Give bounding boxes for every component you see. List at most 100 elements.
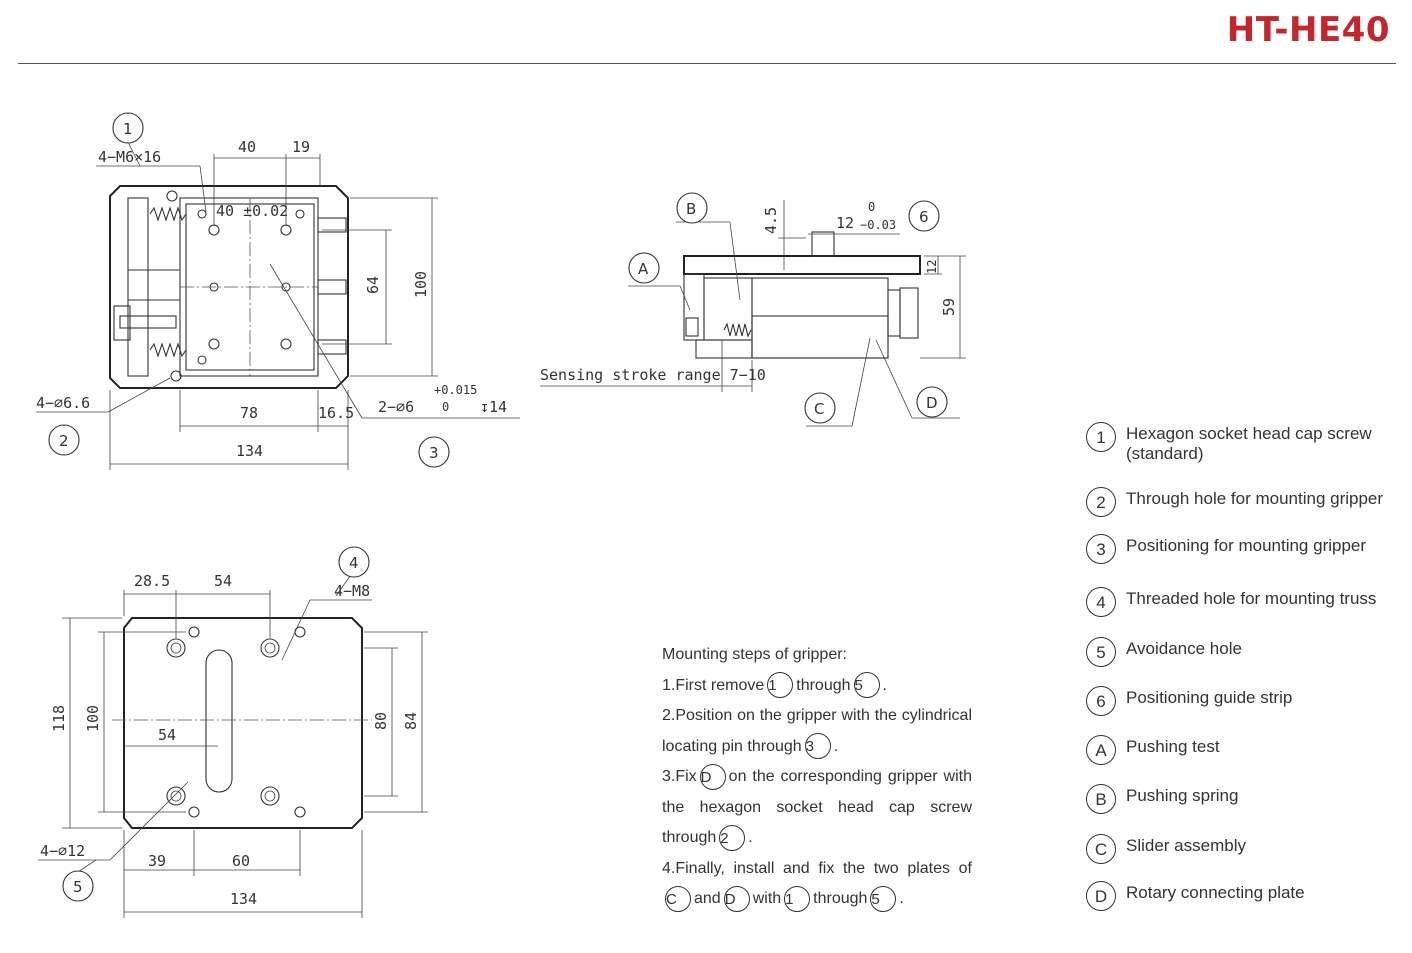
side-dim-stroke: Sensing stroke range 7−10 bbox=[540, 366, 766, 384]
bot-dim-118: 118 bbox=[50, 705, 68, 732]
legend-key-C: C bbox=[1086, 834, 1116, 864]
step-1-text-c: . bbox=[882, 676, 887, 694]
side-dim-tol-upper: 0 bbox=[868, 200, 875, 214]
bottom-view: 28.5 54 4−M8 118 100 54 80 84 4−∅12 39 6… bbox=[38, 546, 428, 918]
callout-D: D bbox=[926, 394, 938, 412]
top-dim-40: 40 bbox=[238, 138, 256, 156]
step-3-text-c: . bbox=[748, 829, 753, 846]
step-ref-2: 2 bbox=[719, 824, 746, 851]
top-dim-m6: 4−M6×16 bbox=[98, 148, 161, 166]
bot-dim-28-5: 28.5 bbox=[134, 572, 170, 590]
legend-item-A: A Pushing test bbox=[1086, 735, 1406, 765]
legend-item-3: 3 Positioning for mounting gripper bbox=[1086, 534, 1406, 564]
legend-key-B: B bbox=[1086, 784, 1116, 814]
legend-item-4: 4 Threaded hole for mounting truss bbox=[1086, 587, 1406, 617]
legend-label-D: Rotary connecting plate bbox=[1126, 883, 1305, 902]
callout-A: A bbox=[638, 260, 649, 278]
bot-dim-54-mid: 54 bbox=[158, 726, 176, 744]
step-4-text-b: and bbox=[694, 890, 721, 907]
model-title: HT-HE40 bbox=[1226, 10, 1390, 50]
step-2: 2.Position on the gripper with the cylin… bbox=[662, 701, 972, 762]
legend-label-C: Slider assembly bbox=[1126, 836, 1246, 855]
step-ref-C: C bbox=[665, 885, 691, 912]
step-ref-1-2: 1 bbox=[784, 885, 811, 912]
steps-heading: Mounting steps of gripper: bbox=[662, 646, 847, 663]
callout-1: 1 bbox=[123, 120, 133, 138]
legend-label-B: Pushing spring bbox=[1126, 786, 1239, 805]
top-dim-pins: 2−∅6 bbox=[378, 398, 414, 416]
callout-B: B bbox=[686, 200, 696, 218]
header-divider bbox=[18, 63, 1396, 64]
top-dim-tol-upper: +0.015 bbox=[434, 383, 477, 397]
legend-label-4: Threaded hole for mounting truss bbox=[1126, 589, 1377, 608]
callout-5: 5 bbox=[73, 878, 83, 896]
side-dim-tol-lower: −0.03 bbox=[860, 218, 896, 232]
step-3-text-b: on the corresponding gripper with the he… bbox=[662, 768, 972, 846]
top-view: 40 19 4−M6×16 40 ±0.02 64 100 78 16.5 13… bbox=[36, 112, 520, 470]
side-dim-12-thick: 12 bbox=[925, 260, 939, 274]
top-dim-16-5: 16.5 bbox=[318, 404, 354, 422]
legend-label-6: Positioning guide strip bbox=[1126, 688, 1293, 707]
legend-item-6: 6 Positioning guide strip bbox=[1086, 686, 1406, 716]
side-dim-12: 12 bbox=[836, 214, 854, 232]
bot-dim-39: 39 bbox=[148, 852, 166, 870]
step-4-text-a: 4.Finally, install and fix the two plate… bbox=[662, 859, 972, 877]
step-3-text-a: 3.Fix bbox=[662, 768, 697, 785]
step-1-text-a: 1.First remove bbox=[662, 676, 765, 694]
mounting-steps: Mounting steps of gripper: 1.First remov… bbox=[662, 640, 972, 915]
legend-item-5: 5 Avoidance hole bbox=[1086, 637, 1406, 667]
step-1-text-b: through bbox=[796, 676, 851, 694]
legend-key-3: 3 bbox=[1086, 534, 1116, 564]
step-2-text-b: . bbox=[833, 737, 839, 755]
top-dim-64: 64 bbox=[364, 276, 382, 294]
bot-dim-80: 80 bbox=[372, 712, 390, 730]
callout-C: C bbox=[814, 400, 824, 418]
top-dim-78: 78 bbox=[240, 404, 258, 422]
callout-3: 3 bbox=[429, 444, 439, 462]
legend-label-A: Pushing test bbox=[1126, 737, 1220, 756]
legend-key-A: A bbox=[1086, 735, 1116, 765]
legend-key-4: 4 bbox=[1086, 587, 1116, 617]
legend-label-2: Through hole for mounting gripper bbox=[1126, 489, 1384, 508]
step-ref-D-2: D bbox=[723, 885, 750, 912]
top-dim-19: 19 bbox=[292, 138, 310, 156]
top-dim-depth: ↧14 bbox=[480, 398, 507, 416]
legend-item-1: 1 Hexagon socket head cap screw (standar… bbox=[1086, 422, 1406, 464]
legend-key-D: D bbox=[1086, 881, 1116, 911]
legend-key-2: 2 bbox=[1086, 487, 1116, 517]
top-dim-tol-lower: 0 bbox=[442, 400, 449, 414]
callout-2: 2 bbox=[59, 432, 69, 450]
bot-dim-84: 84 bbox=[402, 712, 420, 730]
legend-item-C: C Slider assembly bbox=[1086, 834, 1406, 864]
legend-label-3: Positioning for mounting gripper bbox=[1126, 536, 1367, 555]
callout-6: 6 bbox=[919, 208, 929, 226]
step-ref-1: 1 bbox=[767, 672, 794, 699]
step-4-text-d: through bbox=[813, 890, 868, 907]
bot-dim-m8: 4−M8 bbox=[334, 582, 370, 600]
step-2-text-a: 2.Position on the gripper with the cylin… bbox=[662, 707, 972, 755]
step-ref-5: 5 bbox=[853, 672, 880, 699]
step-4-text-e: . bbox=[899, 890, 904, 907]
side-view: 4.5 0 12 −0.03 12 59 Sensing stroke rang… bbox=[540, 192, 966, 427]
top-dim-40-tol: 40 ±0.02 bbox=[216, 202, 288, 220]
legend-item-D: D Rotary connecting plate bbox=[1086, 881, 1406, 911]
step-ref-D: D bbox=[699, 763, 726, 790]
bot-dim-134: 134 bbox=[230, 890, 257, 908]
legend-label-5: Avoidance hole bbox=[1126, 639, 1242, 658]
legend-key-1: 1 bbox=[1086, 422, 1116, 452]
callout-4: 4 bbox=[349, 554, 359, 572]
bot-dim-54-top: 54 bbox=[214, 572, 232, 590]
step-4-text-c: with bbox=[752, 890, 782, 907]
step-4: 4.Finally, install and fix the two plate… bbox=[662, 854, 972, 915]
top-dim-holes: 4−∅6.6 bbox=[36, 394, 90, 412]
legend-key-5: 5 bbox=[1086, 637, 1116, 667]
bot-dim-100: 100 bbox=[84, 705, 102, 732]
legend-label-1: Hexagon socket head cap screw (standard) bbox=[1126, 424, 1372, 463]
top-dim-134: 134 bbox=[236, 442, 263, 460]
side-dim-4-5: 4.5 bbox=[762, 207, 780, 234]
side-dim-59: 59 bbox=[940, 298, 958, 316]
bot-dim-60: 60 bbox=[232, 852, 250, 870]
